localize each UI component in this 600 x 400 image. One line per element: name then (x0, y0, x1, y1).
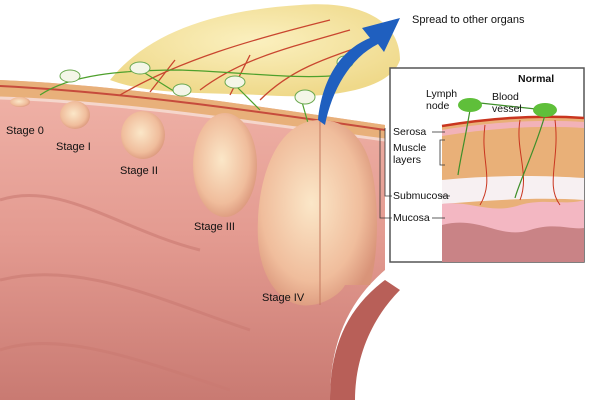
stage-2-label: Stage II (120, 165, 158, 177)
spread-to-other-organs-label: Spread to other organs (412, 14, 525, 26)
colon-outer-layers (0, 80, 385, 140)
inset-lumen (442, 222, 584, 262)
blood-vessel-label: Blood vessel (492, 91, 522, 115)
inset-lymph-node (458, 98, 482, 112)
muscle-layers-label-line1: Muscle (393, 142, 427, 154)
inset-blood-vessels (479, 119, 561, 206)
stage-0-label: Stage 0 (6, 125, 44, 137)
tumor-stage-2 (121, 111, 165, 159)
tumor-stage-0 (10, 97, 30, 107)
blood-vessel-label-line2: vessel (492, 103, 522, 115)
muscle-layers-label: Muscle layers (393, 142, 426, 166)
tumor-stage-3 (193, 113, 257, 217)
leader-lines (379, 128, 450, 219)
lymph-node-label-line1: Lymph (426, 88, 458, 100)
tumor-stage-1 (60, 101, 90, 129)
tumor-stage-4 (257, 120, 377, 306)
mucosa-label: Mucosa (393, 212, 430, 224)
stage-3-label: Stage III (194, 221, 235, 233)
mesenteric-fat (110, 4, 400, 97)
stage-4-label: Stage IV (262, 292, 305, 304)
submucosa-label: Submucosa (393, 190, 449, 202)
inset-serosa-layer (442, 120, 584, 136)
blood-vessel-label-line1: Blood (492, 91, 519, 103)
colon-cut-edge (330, 280, 400, 400)
inset-title: Normal (518, 73, 555, 85)
inset-serosa-line (441, 115, 585, 128)
colon-folds (0, 193, 251, 392)
inset-submucosa-layer (442, 175, 584, 204)
inset-lymph-node (533, 103, 557, 117)
stage-1-label: Stage I (56, 141, 91, 153)
spread-arrow (318, 18, 400, 125)
muscle-layers-label-line2: layers (393, 154, 422, 166)
serosa-label: Serosa (393, 126, 427, 138)
lymph-nodes (59, 55, 354, 105)
lymph-node-label-line2: node (426, 100, 450, 112)
lymph-node-label: Lymph node (426, 88, 457, 112)
